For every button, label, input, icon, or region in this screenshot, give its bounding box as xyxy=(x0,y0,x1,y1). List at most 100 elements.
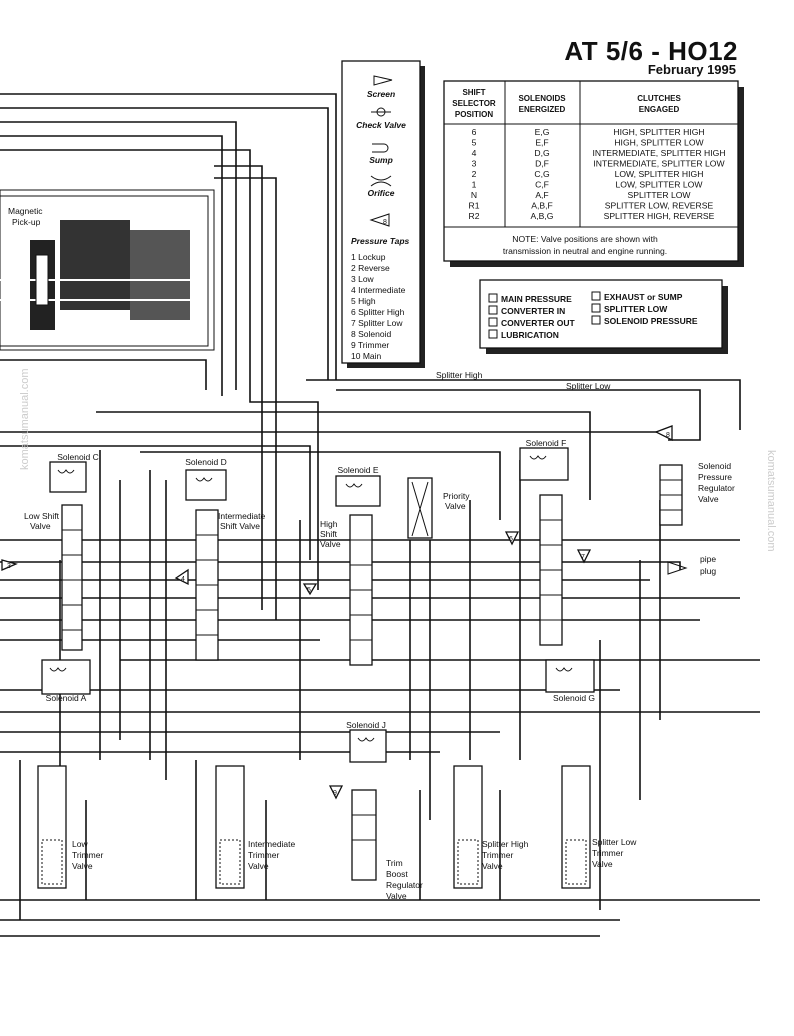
solenoid-d: Solenoid D xyxy=(185,457,227,501)
orifice-icon xyxy=(370,175,392,187)
label-spr: Solenoid xyxy=(698,461,731,471)
label-splitter-low-line: Splitter Low xyxy=(566,381,611,391)
table-cell: INTERMEDIATE, SPLITTER LOW xyxy=(593,159,725,169)
label-magnetic-pickup: Pick-up xyxy=(12,217,41,227)
label-intermediate-shift: Shift Valve xyxy=(220,521,260,531)
svg-text:5: 5 xyxy=(307,587,311,594)
label-solenoid-c: Solenoid C xyxy=(57,452,99,462)
table-cell: 6 xyxy=(472,127,477,137)
label-splitter-high-trimmer: Splitter High xyxy=(482,839,529,849)
table-cell: C,G xyxy=(534,169,550,179)
solenoid-g: Solenoid G xyxy=(545,659,595,703)
legend-lubrication: LUBRICATION xyxy=(501,330,559,340)
label-solenoid-d: Solenoid D xyxy=(185,457,227,467)
legend-orifice: Orifice xyxy=(368,188,395,198)
label-low-trimmer: Low xyxy=(72,839,88,849)
label-solenoid-f: Solenoid F xyxy=(526,438,567,448)
sump-icon xyxy=(372,143,389,153)
legend-converter-out: CONVERTER OUT xyxy=(501,318,575,328)
watermark-right: komatsumanual.com xyxy=(765,450,777,552)
trim-boost-regulator-valve: Trim Boost Regulator Valve xyxy=(351,789,423,901)
pressure-tap-icon xyxy=(654,425,673,442)
solenoid-f: Solenoid F xyxy=(519,438,569,481)
table-cell: N xyxy=(471,190,477,200)
table-header: POSITION xyxy=(455,110,493,119)
legend-tap: 1 Lockup xyxy=(351,252,386,262)
shift-table: SHIFT SELECTOR POSITION SOLENOIDS ENERGI… xyxy=(443,80,744,267)
pressure-tap-markers: 3 4 5 6 7 8 9 xyxy=(1,425,673,800)
label-high-shift: High xyxy=(320,519,338,529)
pressure-legend: MAIN PRESSURE CONVERTER IN CONVERTER OUT… xyxy=(479,279,728,354)
screen-icon xyxy=(373,75,393,86)
table-cell: A,F xyxy=(535,190,548,200)
legend-tap: 3 Low xyxy=(351,274,375,284)
label-solenoid-e: Solenoid E xyxy=(337,465,378,475)
solenoid-j: Solenoid J xyxy=(346,720,387,763)
pipe-plug: pipe plug xyxy=(667,554,716,576)
legend-solenoid-pressure: SOLENOID PRESSURE xyxy=(604,316,698,326)
table-cell: 1 xyxy=(472,180,477,190)
svg-text:3: 3 xyxy=(7,563,11,570)
table-cell: D,G xyxy=(534,148,550,158)
label-splitter-high-line: Splitter High xyxy=(436,370,483,380)
splitter-high-trimmer-valve: Splitter High Trimmer Valve xyxy=(453,765,529,889)
intermediate-shift-valve: Intermediate Shift Valve xyxy=(195,509,266,661)
label-trim-boost: Regulator xyxy=(386,880,423,890)
label-pipe-plug: plug xyxy=(700,566,716,576)
screen-icon xyxy=(667,561,688,575)
legend-tap: 10 Main xyxy=(351,351,382,361)
label-low-shift: Low Shift xyxy=(24,511,60,521)
table-cell: HIGH, SPLITTER HIGH xyxy=(613,127,704,137)
legend-splitter-low: SPLITTER LOW xyxy=(604,304,668,314)
low-trimmer-valve: Low Trimmer Valve xyxy=(37,765,103,889)
label-magnetic-pickup: Magnetic xyxy=(8,206,43,216)
label-low-trimmer: Valve xyxy=(72,861,93,871)
legend-tap: 2 Reverse xyxy=(351,263,390,273)
intermediate-trimmer-valve: Intermediate Trimmer Valve xyxy=(215,765,296,889)
legend-pressure-taps-title: Pressure Taps xyxy=(351,236,410,246)
legend-converter-in: CONVERTER IN xyxy=(501,306,565,316)
svg-text:8: 8 xyxy=(666,432,670,439)
page-title: AT 5/6 - HO12 xyxy=(564,36,738,66)
table-cell: LOW, SPLITTER HIGH xyxy=(615,169,704,179)
label-low-shift: Valve xyxy=(30,521,51,531)
label-solenoid-j: Solenoid J xyxy=(346,720,386,730)
table-cell: A,B,F xyxy=(531,201,553,211)
label-solenoid-a: Solenoid A xyxy=(46,693,87,703)
label-trim-boost: Valve xyxy=(386,891,407,901)
label-priority: Priority xyxy=(443,491,470,501)
table-cell: SPLITTER HIGH, REVERSE xyxy=(604,211,715,221)
label-intermediate-trimmer: Valve xyxy=(248,861,269,871)
pressure-tap-icon xyxy=(328,785,344,800)
table-cell: R2 xyxy=(469,211,480,221)
solenoid-pressure-regulator-valve: Solenoid Pressure Regulator Valve xyxy=(659,461,735,526)
table-cell: A,B,G xyxy=(531,211,554,221)
label-splitter-low-trimmer: Splitter Low xyxy=(592,837,637,847)
legend-tap: 9 Trimmer xyxy=(351,340,389,350)
table-cell: SPLITTER LOW xyxy=(627,190,691,200)
table-cell: 3 xyxy=(472,159,477,169)
svg-text:4: 4 xyxy=(181,576,185,583)
splitter-shift-valve xyxy=(539,494,563,646)
table-cell: C,F xyxy=(535,180,549,190)
symbol-legend: Screen Check Valve Sump Orifice 8 Pressu… xyxy=(341,60,425,368)
table-note: transmission in neutral and engine runni… xyxy=(503,246,667,256)
label-pipe-plug: pipe xyxy=(700,554,716,564)
magnetic-pickup-housing: Magnetic Pick-up xyxy=(0,189,215,351)
label-spr: Regulator xyxy=(698,483,735,493)
legend-exhaust: EXHAUST or SUMP xyxy=(604,292,683,302)
low-shift-valve: Low Shift Valve xyxy=(24,504,83,651)
table-cell: HIGH, SPLITTER LOW xyxy=(614,138,704,148)
label-trim-boost: Trim xyxy=(386,858,403,868)
table-cell: E,G xyxy=(535,127,550,137)
table-cell: 5 xyxy=(472,138,477,148)
legend-main-pressure: MAIN PRESSURE xyxy=(501,294,572,304)
table-header: ENGAGED xyxy=(639,105,680,114)
legend-tap: 8 Solenoid xyxy=(351,329,391,339)
pressure-tap-icon xyxy=(576,549,592,564)
table-header: SELECTOR xyxy=(452,99,496,108)
legend-tap: 7 Splitter Low xyxy=(351,318,403,328)
svg-text:8: 8 xyxy=(383,219,387,226)
